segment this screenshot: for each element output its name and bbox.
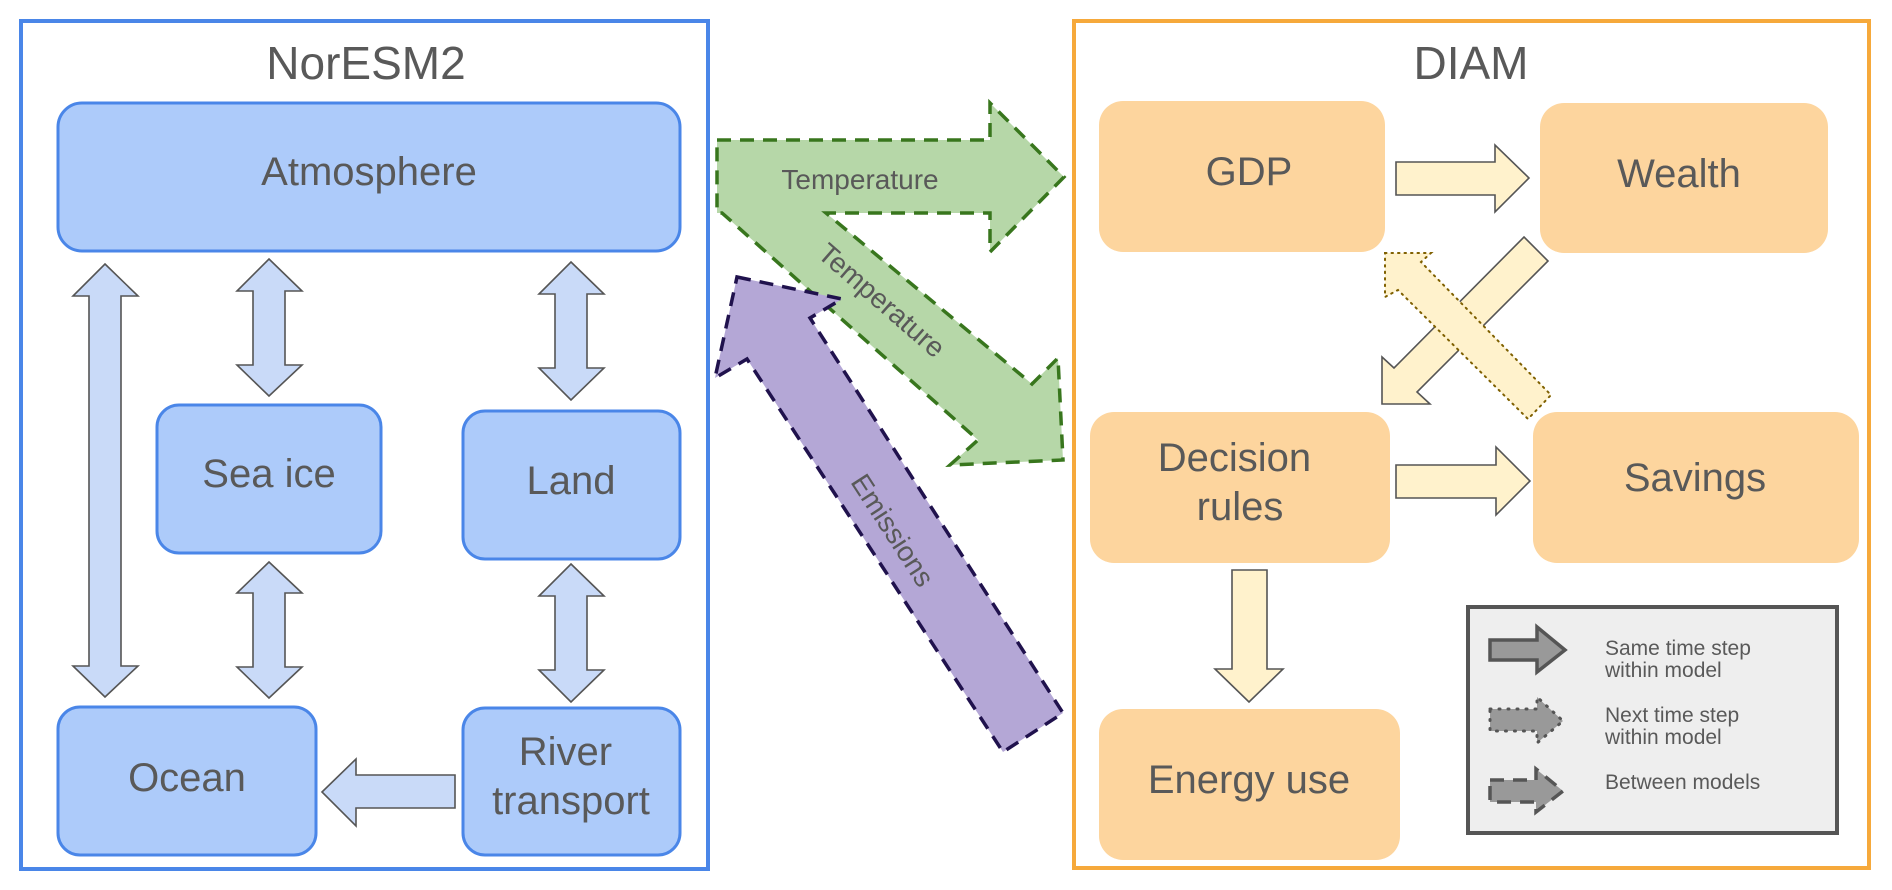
decision-rules-box[interactable]: Decision rules: [1090, 412, 1390, 563]
noresm-panel: NorESM2 Atmosphere Sea ice Land Ocean Ri…: [19, 19, 710, 871]
wealth-label: Wealth: [1617, 152, 1741, 196]
legend-same-step-line-2: within model: [1604, 659, 1722, 682]
land-river-double-arrow: [537, 562, 606, 704]
river-transport-box[interactable]: River transport: [461, 706, 682, 857]
energy-use-label: Energy use: [1148, 758, 1350, 802]
legend-solid-arrow-icon: [1488, 623, 1568, 676]
atmosphere-sea-ice-double-arrow: [235, 257, 305, 398]
river-transport-line-2: transport: [492, 779, 650, 823]
legend-next-step-line-2: within model: [1604, 726, 1722, 749]
diam-title: DIAM: [1414, 37, 1529, 89]
ocean-label: Ocean: [128, 756, 246, 800]
legend-label-between-models: Between models: [1605, 771, 1760, 794]
wealth-box[interactable]: Wealth: [1540, 103, 1828, 253]
atmosphere-label: Atmosphere: [261, 150, 477, 194]
sea-ice-label: Sea ice: [202, 452, 335, 496]
atmosphere-land-double-arrow: [537, 260, 606, 402]
decision-rules-label: Decision rules: [1158, 436, 1323, 529]
decision-rules-to-energy-use-arrow: [1213, 569, 1285, 704]
legend-label-same-step: Same time step within model: [1604, 637, 1757, 682]
land-label: Land: [527, 459, 616, 503]
decision-rules-to-savings-arrow: [1395, 445, 1532, 517]
emissions-arrow-shape: [712, 274, 1066, 755]
atmosphere-ocean-double-arrow: [71, 262, 141, 699]
legend-next-step-line-1: Next time step: [1605, 704, 1739, 727]
gdp-to-wealth-arrow: [1395, 143, 1531, 214]
legend-dotted-arrow-icon: [1488, 693, 1566, 747]
legend-same-step-line-1: Same time step: [1605, 637, 1751, 660]
energy-use-box[interactable]: Energy use: [1099, 709, 1400, 860]
river-transport-label: River transport: [492, 730, 650, 823]
diam-panel: DIAM GDP Wealth Decision rules Savings: [1072, 19, 1871, 870]
legend-dashed-arrow-icon: [1488, 765, 1566, 816]
legend-label-next-step: Next time step within model: [1604, 704, 1745, 749]
land-box[interactable]: Land: [461, 409, 682, 561]
river-to-ocean-arrow: [320, 757, 456, 828]
savings-box[interactable]: Savings: [1533, 412, 1859, 563]
river-transport-line-1: River: [519, 730, 612, 774]
gdp-label: GDP: [1206, 150, 1293, 194]
temperature-label-horizontal: Temperature: [781, 164, 938, 195]
gdp-box[interactable]: GDP: [1099, 101, 1385, 252]
savings-label: Savings: [1624, 456, 1766, 500]
temperature-arrows-shape: [715, 98, 1067, 467]
atmosphere-box[interactable]: Atmosphere: [56, 101, 682, 253]
decision-rules-line-2: rules: [1197, 485, 1284, 529]
ocean-box[interactable]: Ocean: [56, 705, 318, 857]
savings-to-gdp-next-step-arrow: [1384, 252, 1553, 421]
noresm-title: NorESM2: [266, 37, 465, 89]
sea-ice-box[interactable]: Sea ice: [155, 403, 383, 555]
decision-rules-line-1: Decision: [1158, 436, 1311, 480]
legend: Same time step within model Next time st…: [1466, 605, 1839, 835]
sea-ice-ocean-double-arrow: [235, 560, 305, 700]
